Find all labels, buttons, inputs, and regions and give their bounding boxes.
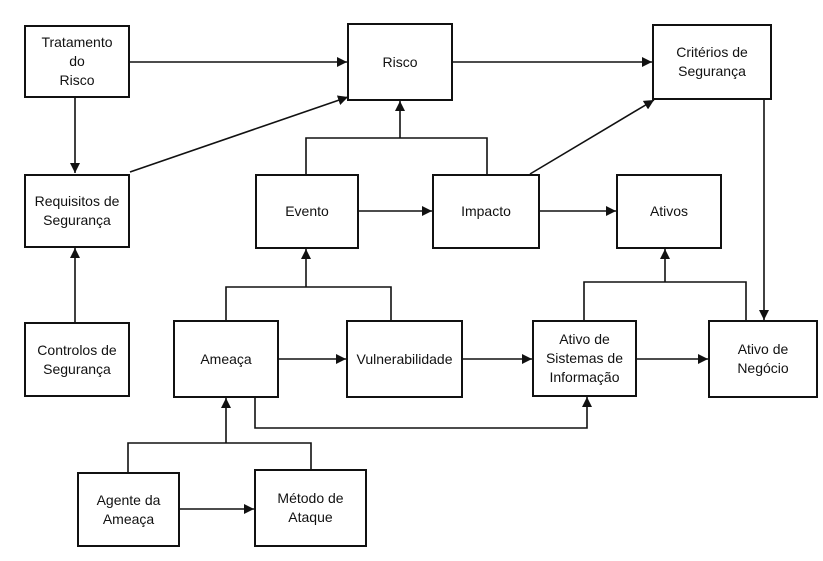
node-label: Critérios de Segurança [676, 44, 748, 79]
node-label: Ativo de Negócio [737, 341, 789, 376]
node-tratamento-do-risco: Tratamento do Risco [24, 25, 130, 98]
node-label: Ativos [649, 203, 689, 219]
node-metodo-de-ataque: Método de Ataque [254, 469, 367, 547]
node-requisitos-de-seguranca: Requisitos de Segurança [24, 174, 130, 248]
node-label: Tratamento do Risco [41, 34, 113, 88]
node-evento: Evento [255, 174, 359, 249]
node-controlos-de-seguranca: Controlos de Segurança [24, 322, 130, 397]
node-risco: Risco [347, 23, 453, 101]
arrow-impacto-to-criterios [529, 99, 655, 175]
node-label: Ativo de Sistemas de Informação [545, 331, 624, 385]
connector-ameaca-vuln-up [225, 286, 392, 320]
node-label: Vulnerabilidade [356, 350, 453, 367]
node-label: Requisitos de Segurança [34, 193, 120, 228]
arrow-requisitos-to-risco [129, 95, 349, 173]
node-vulnerabilidade: Vulnerabilidade [346, 320, 463, 398]
node-ativo-de-sistemas-de-informacao: Ativo de Sistemas de Informação [532, 320, 637, 397]
node-label: Evento [285, 203, 329, 219]
node-label: Agente da Ameaça [96, 491, 161, 527]
connector-agente-metodo-up [127, 442, 312, 472]
node-label: Risco [382, 53, 418, 70]
node-label: Método de Ataque [277, 490, 344, 525]
arrow-ameaca-to-ativo-si [254, 396, 592, 429]
node-criterios-de-seguranca: Critérios de Segurança [652, 24, 772, 100]
node-impacto: Impacto [432, 174, 540, 249]
node-ameaca: Ameaça [173, 320, 279, 398]
connector-evento-up [305, 137, 488, 175]
node-ativos: Ativos [616, 174, 722, 249]
node-ativo-de-negocio: Ativo de Negócio [708, 320, 818, 398]
connector-ativos-merge [583, 281, 747, 320]
node-agente-da-ameaca: Agente da Ameaça [77, 472, 180, 547]
node-label: Ameaça [200, 350, 252, 367]
node-label: Impacto [461, 203, 511, 219]
node-label: Controlos de Segurança [37, 341, 117, 377]
